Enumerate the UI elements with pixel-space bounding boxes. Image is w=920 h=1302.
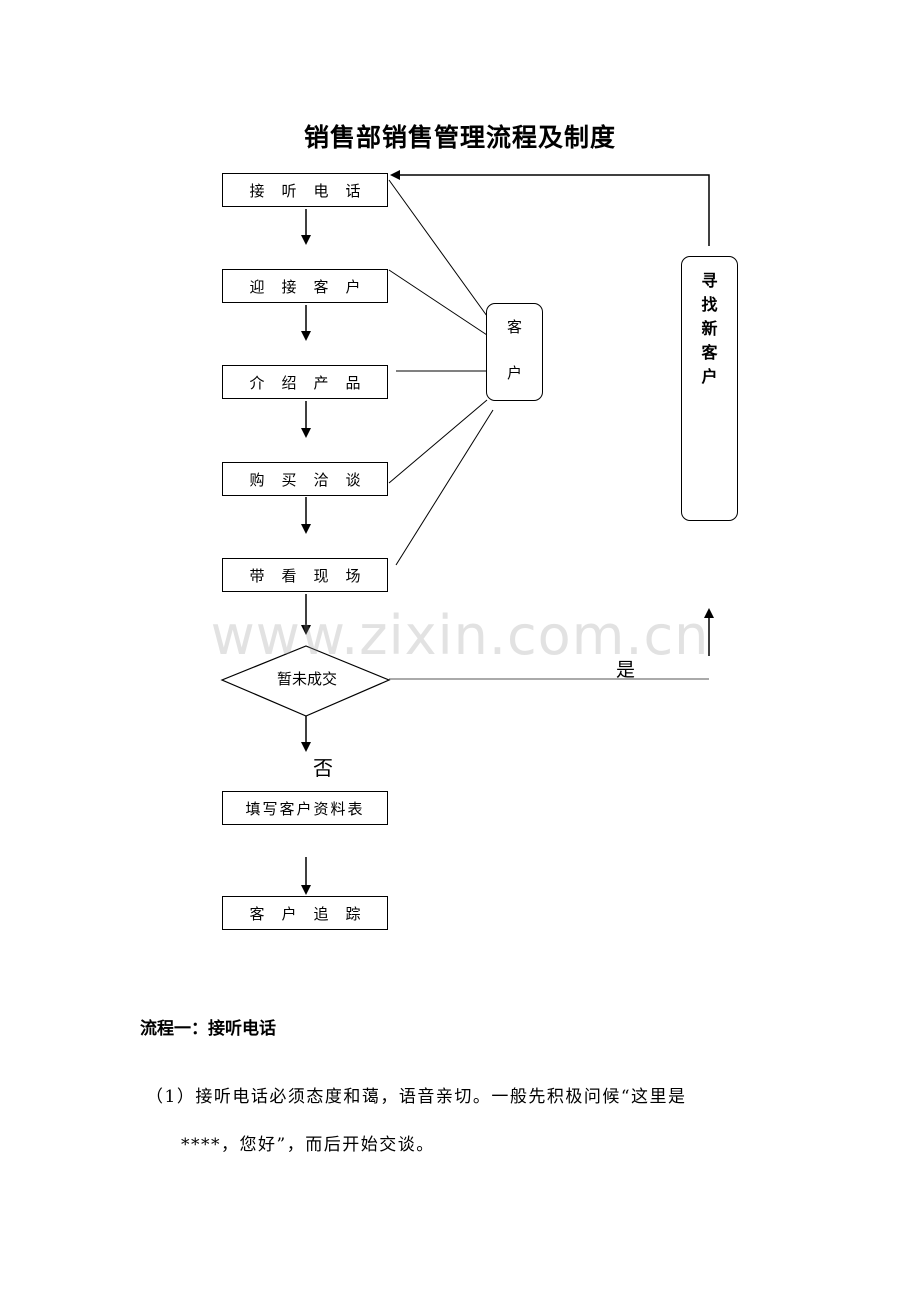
customer-line-2: [388, 269, 488, 336]
decision-label: 暂未成交: [276, 670, 337, 688]
yes-label: 是: [616, 659, 636, 681]
newcust-char-1: 寻: [701, 271, 718, 290]
no-label: 否: [313, 756, 333, 780]
arrow-back-to-start: [390, 170, 710, 246]
paragraph-line-1: （1）接听电话必须态度和蔼，语音亲切。一般先积极问候“这里是: [146, 1087, 687, 1107]
customer-char-1: 客: [506, 318, 522, 336]
newcust-char-2: 找: [701, 295, 718, 314]
document-title: 销售部销售管理流程及制度: [303, 123, 616, 152]
newcust-char-5: 户: [701, 367, 718, 386]
customer-line-1: [388, 179, 488, 317]
decision-diamond: [220, 645, 391, 717]
section-heading: 流程一：接听电话: [140, 1019, 276, 1039]
customer-box: 客 户: [486, 303, 543, 401]
step-introduce-product: 介绍产品: [222, 365, 388, 399]
step-site-visit: 带看现场: [222, 558, 388, 592]
customer-line-5: [395, 409, 494, 566]
paragraph-line-2: ****，您好”，而后开始交谈。: [181, 1135, 435, 1155]
find-new-customer-box: 寻 找 新 客 户: [681, 256, 738, 521]
step-answer-phone: 接听电话: [222, 173, 388, 207]
customer-char-2: 户: [506, 364, 522, 382]
customer-line-4: [388, 399, 488, 484]
newcust-char-4: 客: [701, 343, 718, 362]
watermark: www.zixin.com.cn: [210, 604, 710, 667]
step-greet-customer: 迎接客户: [222, 269, 388, 303]
step-fill-form: 填写客户资料表: [222, 791, 388, 825]
step-customer-tracking: 客户追踪: [222, 896, 388, 930]
newcust-char-3: 新: [701, 319, 718, 338]
step-purchase-negotiation: 购买洽谈: [222, 462, 388, 496]
